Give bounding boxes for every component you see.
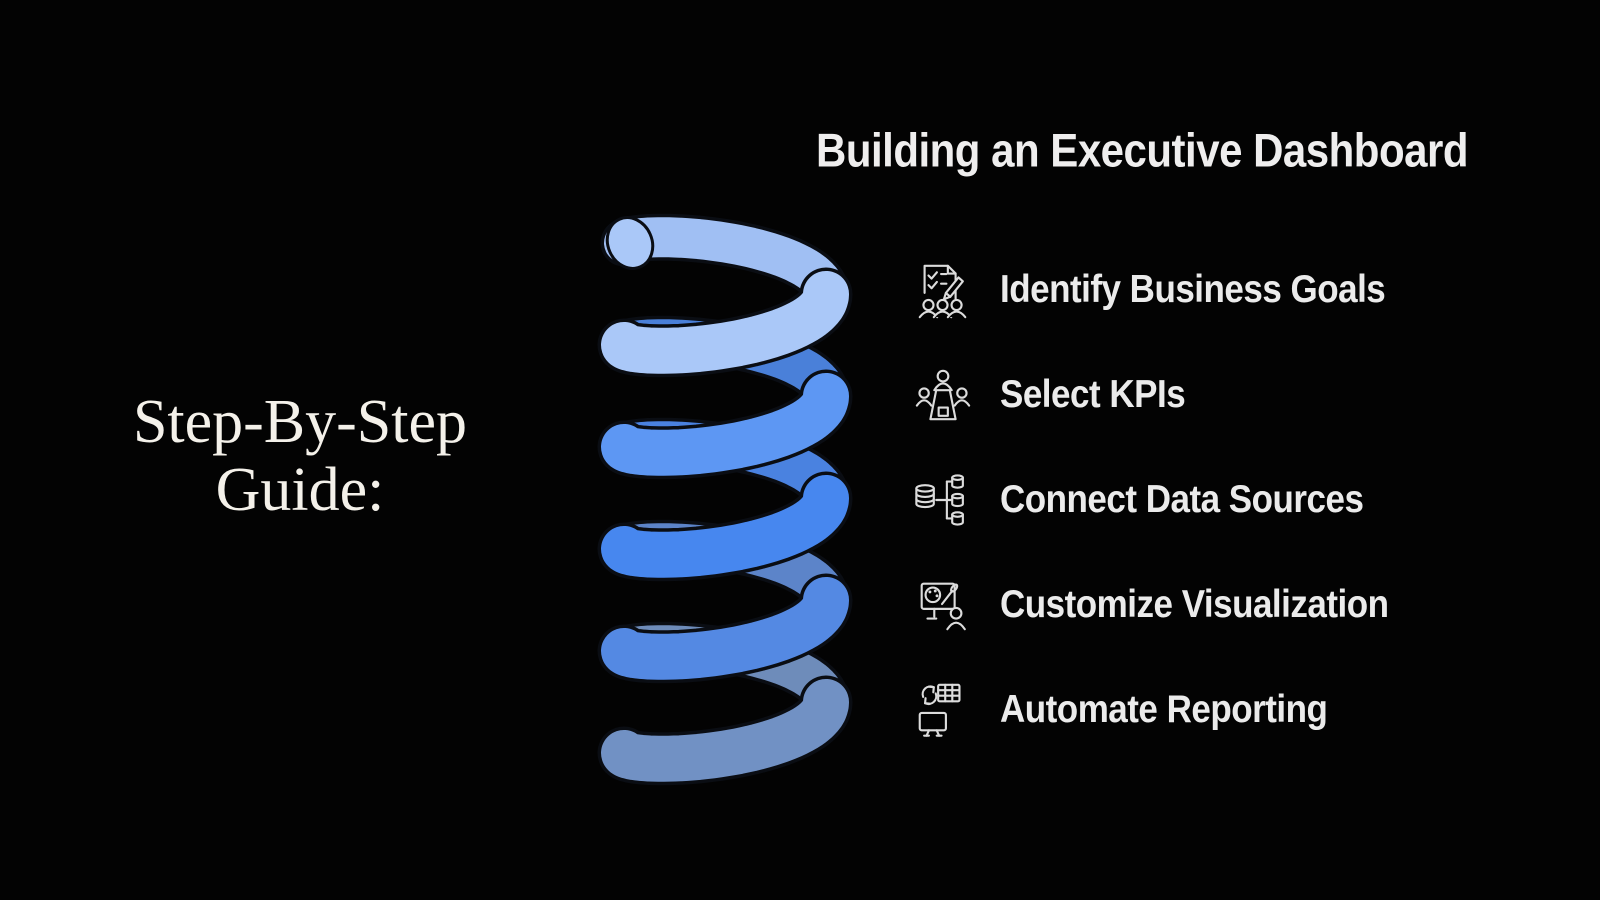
database-connection-icon	[915, 474, 964, 526]
step-row-connect-data-sources: Connect Data Sources	[912, 468, 1364, 532]
step-label: Select KPIs	[1000, 373, 1186, 416]
page-title: Step-By-Step Guide:	[40, 388, 560, 524]
step-label: Automate Reporting	[1000, 688, 1328, 731]
step-row-identify-business-goals: Identify Business Goals	[912, 258, 1386, 322]
step-row-customize-visualization: Customize Visualization	[912, 573, 1389, 637]
step-label: Identify Business Goals	[1000, 268, 1386, 311]
spiral-coil-graphic	[556, 182, 896, 832]
step-label: Customize Visualization	[1000, 583, 1389, 626]
automated-report-sync-icon	[918, 683, 961, 737]
page-title-line2: Guide:	[215, 456, 385, 524]
chart-customization-icon	[920, 582, 966, 631]
step-row-automate-reporting: Automate Reporting	[912, 678, 1328, 742]
section-title: Building an Executive Dashboard	[816, 124, 1468, 177]
step-label: Connect Data Sources	[1000, 478, 1364, 521]
business-goals-checklist-icon	[918, 264, 967, 319]
page-title-line1: Step-By-Step	[132, 388, 468, 456]
spiral-coil-graphic-svg	[597, 213, 853, 786]
kpi-team-selection-icon	[915, 369, 971, 421]
step-row-select-kpis: Select KPIs	[912, 363, 1186, 427]
